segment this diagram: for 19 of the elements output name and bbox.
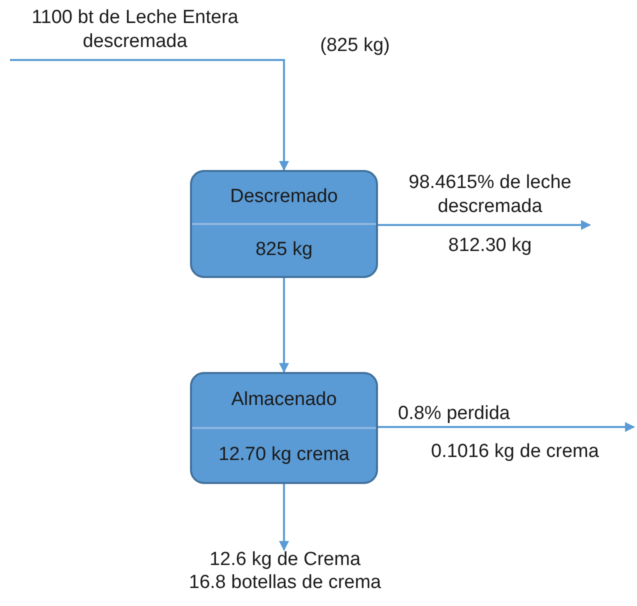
step-value: 12.70 kg crema [218, 443, 350, 468]
arrow [10, 59, 289, 171]
edge-label: 12.6 kg de Crema [208, 548, 362, 572]
edge-label: 98.4615% de leche descremada [408, 171, 572, 219]
process-box [190, 170, 378, 278]
arrow [378, 422, 635, 432]
step-value: 825 kg [255, 238, 313, 262]
step-title: Descremado [230, 185, 338, 210]
arrow [279, 278, 289, 373]
flow-note: 16.8 botellas de crema [188, 571, 382, 595]
flow-note: 812.30 kg [447, 234, 533, 258]
flow-note: 0.1016 kg de crema [430, 440, 600, 464]
arrow [279, 484, 289, 551]
arrow [378, 220, 591, 230]
flow-note: (825 kg) [319, 34, 391, 58]
edge-label: 0.8% perdida [398, 402, 511, 426]
process-box [190, 372, 378, 484]
edge-label: 1100 bt de Leche Entera descremada [30, 6, 240, 54]
step-title: Almacenado [231, 388, 337, 412]
